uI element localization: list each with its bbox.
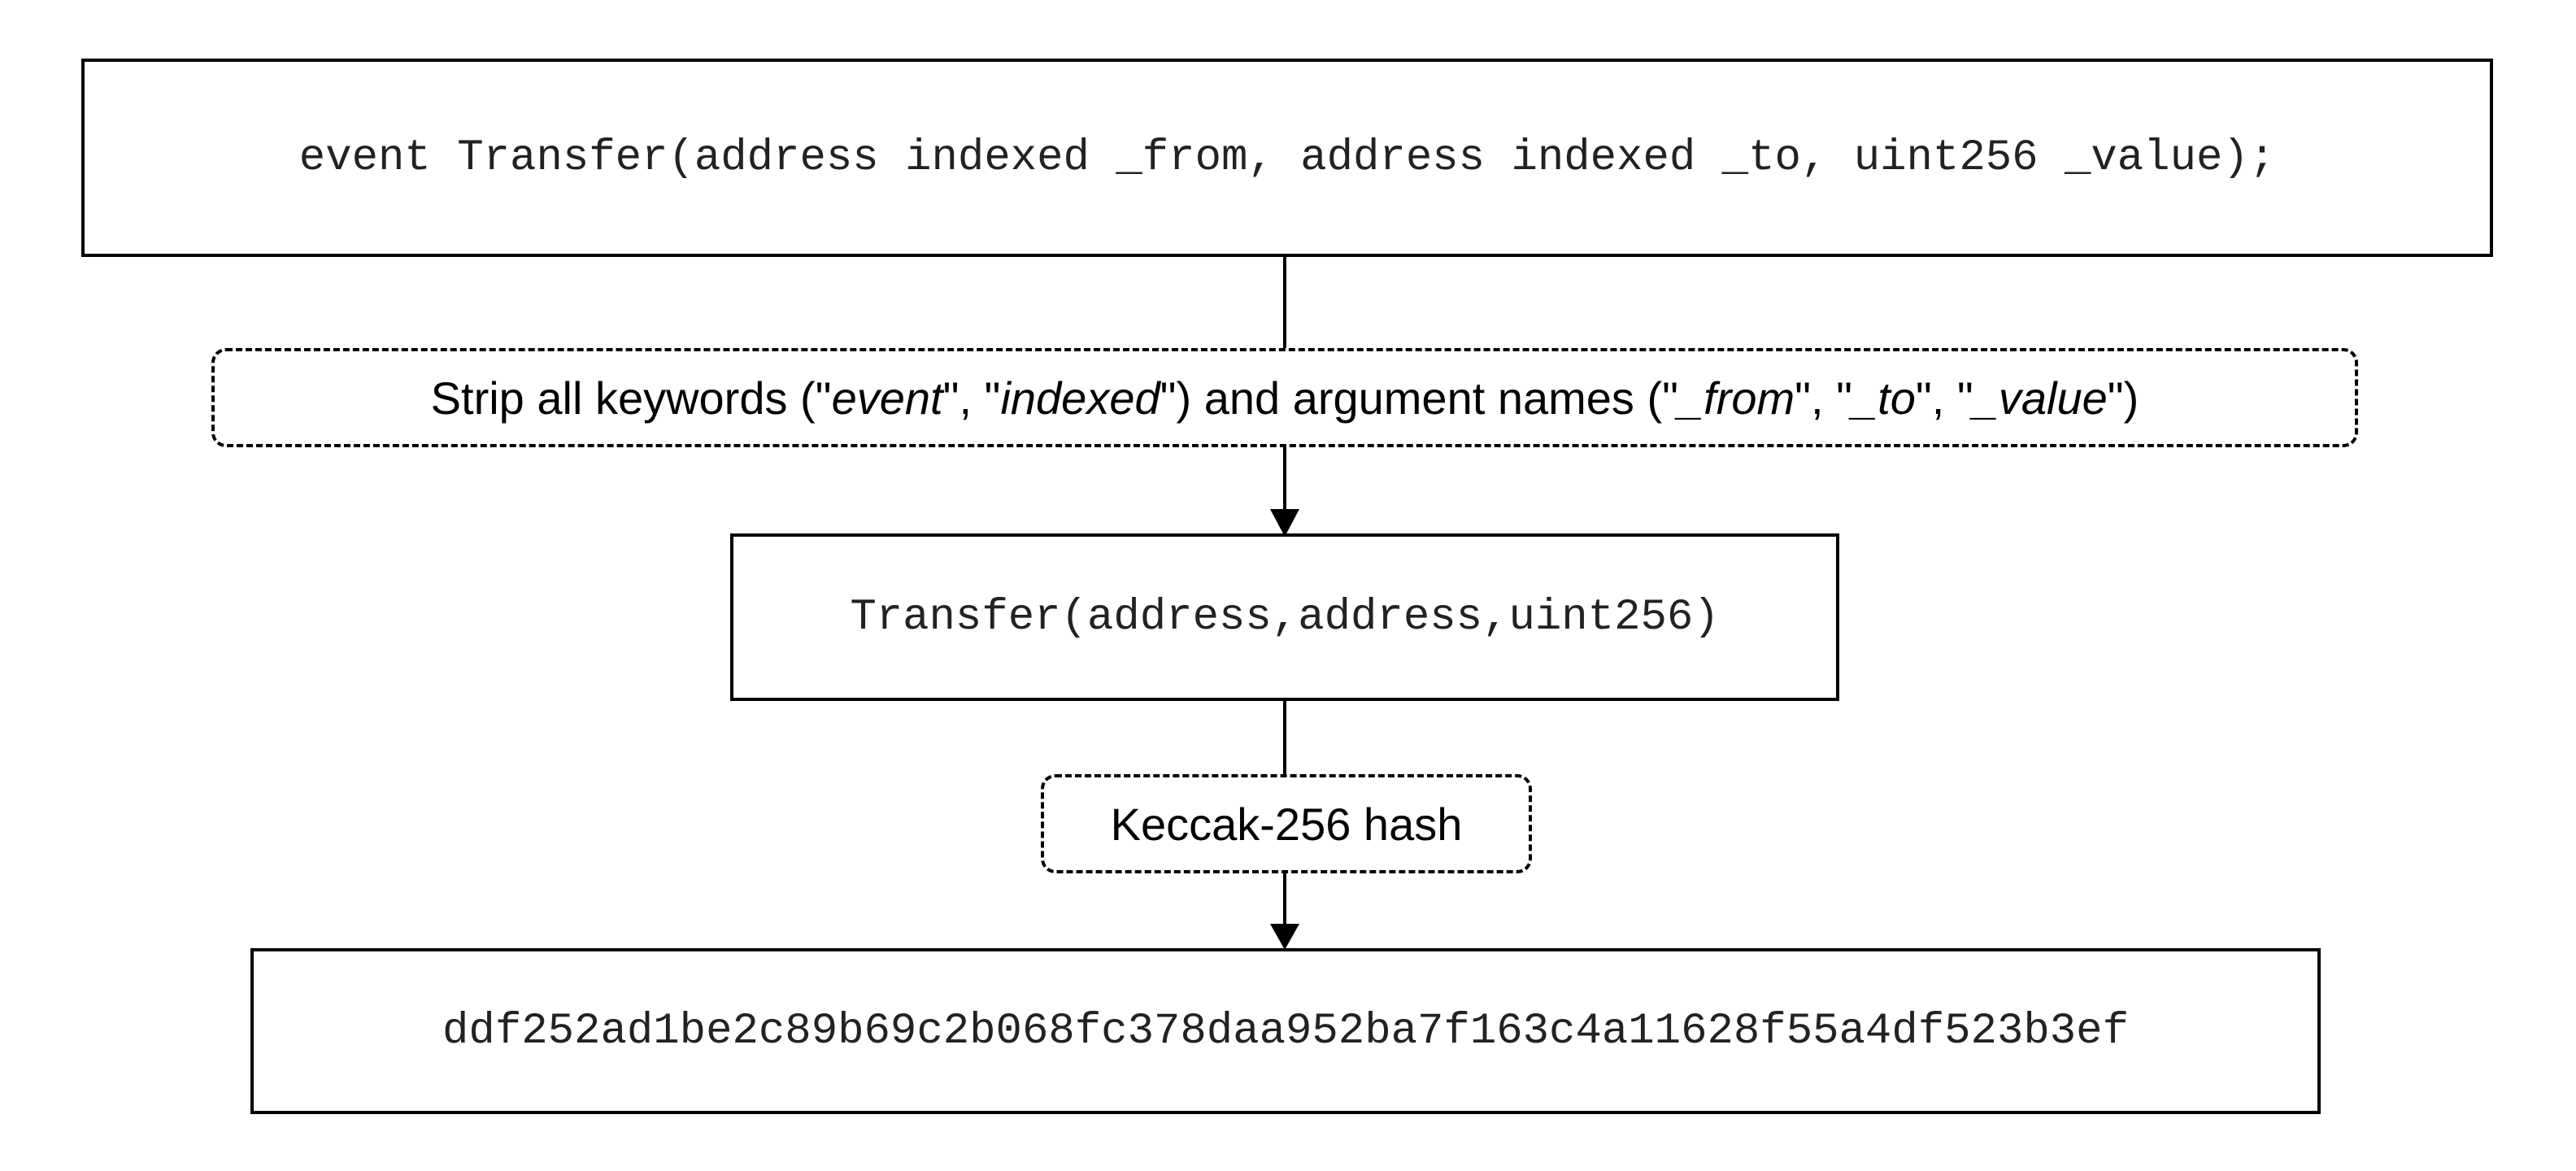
- keccak-hash-text: Keccak-256 hash: [1110, 798, 1463, 850]
- arg-to: _to: [1852, 372, 1916, 424]
- signature-text: Transfer(address,address,uint256): [850, 592, 1720, 642]
- hash-result-text: ddf252ad1be2c89b69c2b068fc378daa952ba7f1…: [442, 1006, 2129, 1056]
- arrowhead-down-icon: [1270, 924, 1299, 950]
- strip-keywords-text: Strip all keywords ("event", "indexed") …: [430, 372, 2139, 424]
- event-declaration-box: event Transfer(address indexed _from, ad…: [81, 59, 2493, 257]
- keyword-event: event: [831, 372, 943, 424]
- arrowhead-down-icon: [1270, 509, 1299, 537]
- arg-from: _from: [1678, 372, 1795, 424]
- hash-result-box: ddf252ad1be2c89b69c2b068fc378daa952ba7f1…: [250, 948, 2321, 1114]
- keccak-hash-step: Keccak-256 hash: [1041, 774, 1532, 873]
- keyword-indexed: indexed: [1000, 372, 1160, 424]
- arg-value: _value: [1973, 372, 2108, 424]
- signature-box: Transfer(address,address,uint256): [730, 533, 1839, 701]
- event-declaration-text: event Transfer(address indexed _from, ad…: [298, 133, 2276, 183]
- strip-keywords-step: Strip all keywords ("event", "indexed") …: [211, 348, 2358, 447]
